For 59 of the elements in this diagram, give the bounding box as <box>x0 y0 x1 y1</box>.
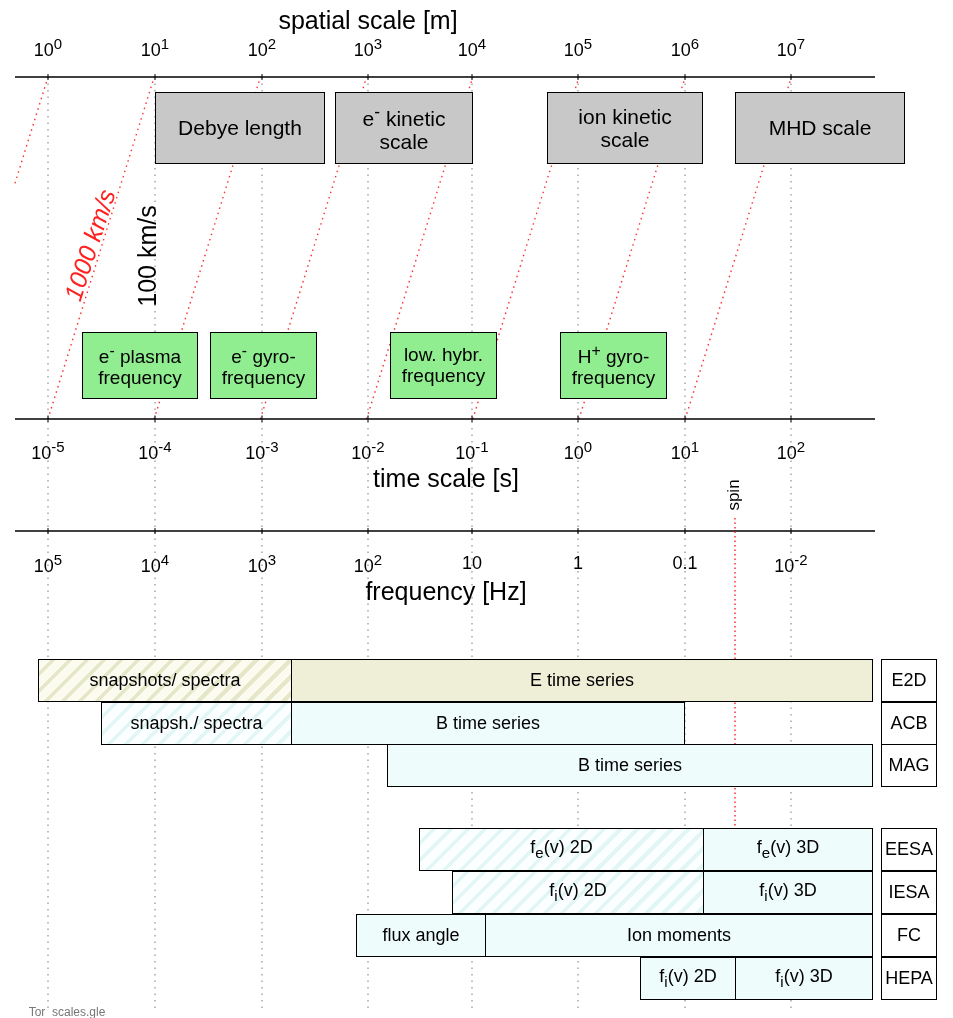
frequency-box: e$^{-}$ plasma frequency <box>82 332 198 399</box>
coverage-bar: f$_{i}$(v) 2D <box>640 957 736 1000</box>
tick-label: 10$^{1}$ <box>670 438 700 462</box>
coverage-bar: f$_{i}$(v) 2D <box>452 871 704 914</box>
spin-label: spin <box>724 479 742 511</box>
coverage-bar: f$_{i}$(v) 3D <box>703 871 873 914</box>
scale-box: e$^{-}$ kinetic scale <box>335 92 473 164</box>
tick-label: 10$^{2}$ <box>776 438 806 462</box>
instrument-box: HEPA <box>881 957 937 1000</box>
speed-label: 100 km/s <box>134 205 160 307</box>
coverage-bar: snapsh./ spectra <box>101 702 292 745</box>
frequency-box: e$^{-}$ gyro- frequency <box>210 332 317 399</box>
tick-label: 10$^{-2}$ <box>774 551 808 575</box>
coverage-bar: f$_{e}$(v) 2D <box>419 828 704 871</box>
tick-label: 10$^{4}$ <box>140 551 170 575</box>
coverage-bar: B time series <box>291 702 685 745</box>
instrument-box: IESA <box>881 871 937 914</box>
scale-box: Debye length <box>155 92 325 164</box>
instrument-box: ACB <box>881 702 937 745</box>
speed-label: 1000 km/s <box>60 186 120 304</box>
tick-label: 0.1 <box>672 554 698 572</box>
axis-title: time scale [s] <box>373 465 519 491</box>
tick-label: 10$^{1}$ <box>140 35 170 59</box>
tick-label: 10$^{-5}$ <box>31 438 65 462</box>
coverage-bar: f$_{e}$(v) 3D <box>703 828 873 871</box>
frequency-box: H$^{+}$ gyro- frequency <box>560 332 667 399</box>
tick-label: 10$^{4}$ <box>457 35 487 59</box>
tick-label: 10$^{2}$ <box>353 551 383 575</box>
tick-label: 10$^{5}$ <box>563 35 593 59</box>
scale-box: MHD scale <box>735 92 905 164</box>
tick-label: 10$^{0}$ <box>563 438 593 462</box>
tick-label: 10$^{-2}$ <box>351 438 385 462</box>
coverage-bar: B time series <box>387 744 873 787</box>
tick-label: 10$^{6}$ <box>670 35 700 59</box>
tick-label: 10$^{2}$ <box>247 35 277 59</box>
frequency-box: low. hybr. frequency <box>390 332 497 399</box>
instrument-box: MAG <box>881 744 937 787</box>
tick-label: 10$^{0}$ <box>33 35 63 59</box>
scale-box: ion kinetic scale <box>547 92 703 164</box>
tick-label: 10$^{-1}$ <box>455 438 489 462</box>
axis-title: spatial scale [m] <box>278 7 458 33</box>
coverage-bar: snapshots/ spectra <box>38 659 292 702</box>
coverage-bar: E time series <box>291 659 873 702</box>
coverage-bar: f$_{i}$(v) 3D <box>735 957 873 1000</box>
coverage-bar: Ion moments <box>485 914 873 957</box>
tick-label: 10$^{-3}$ <box>245 438 279 462</box>
tick-label: 1 <box>573 554 583 572</box>
tick-label: 10$^{3}$ <box>353 35 383 59</box>
instrument-box: FC <box>881 914 937 957</box>
coverage-bar: flux angle <box>356 914 486 957</box>
tick-label: 10 <box>462 554 482 572</box>
tick-label: 10$^{7}$ <box>776 35 806 59</box>
tick-label: 10$^{5}$ <box>33 551 63 575</box>
axis-title: frequency [Hz] <box>365 578 527 604</box>
instrument-box: E2D <box>881 659 937 702</box>
tick-label: 10$^{-4}$ <box>138 438 172 462</box>
tick-label: 10$^{3}$ <box>247 551 277 575</box>
instrument-box: EESA <box>881 828 937 871</box>
file-name: Tor_scales.gle <box>28 1006 106 1018</box>
